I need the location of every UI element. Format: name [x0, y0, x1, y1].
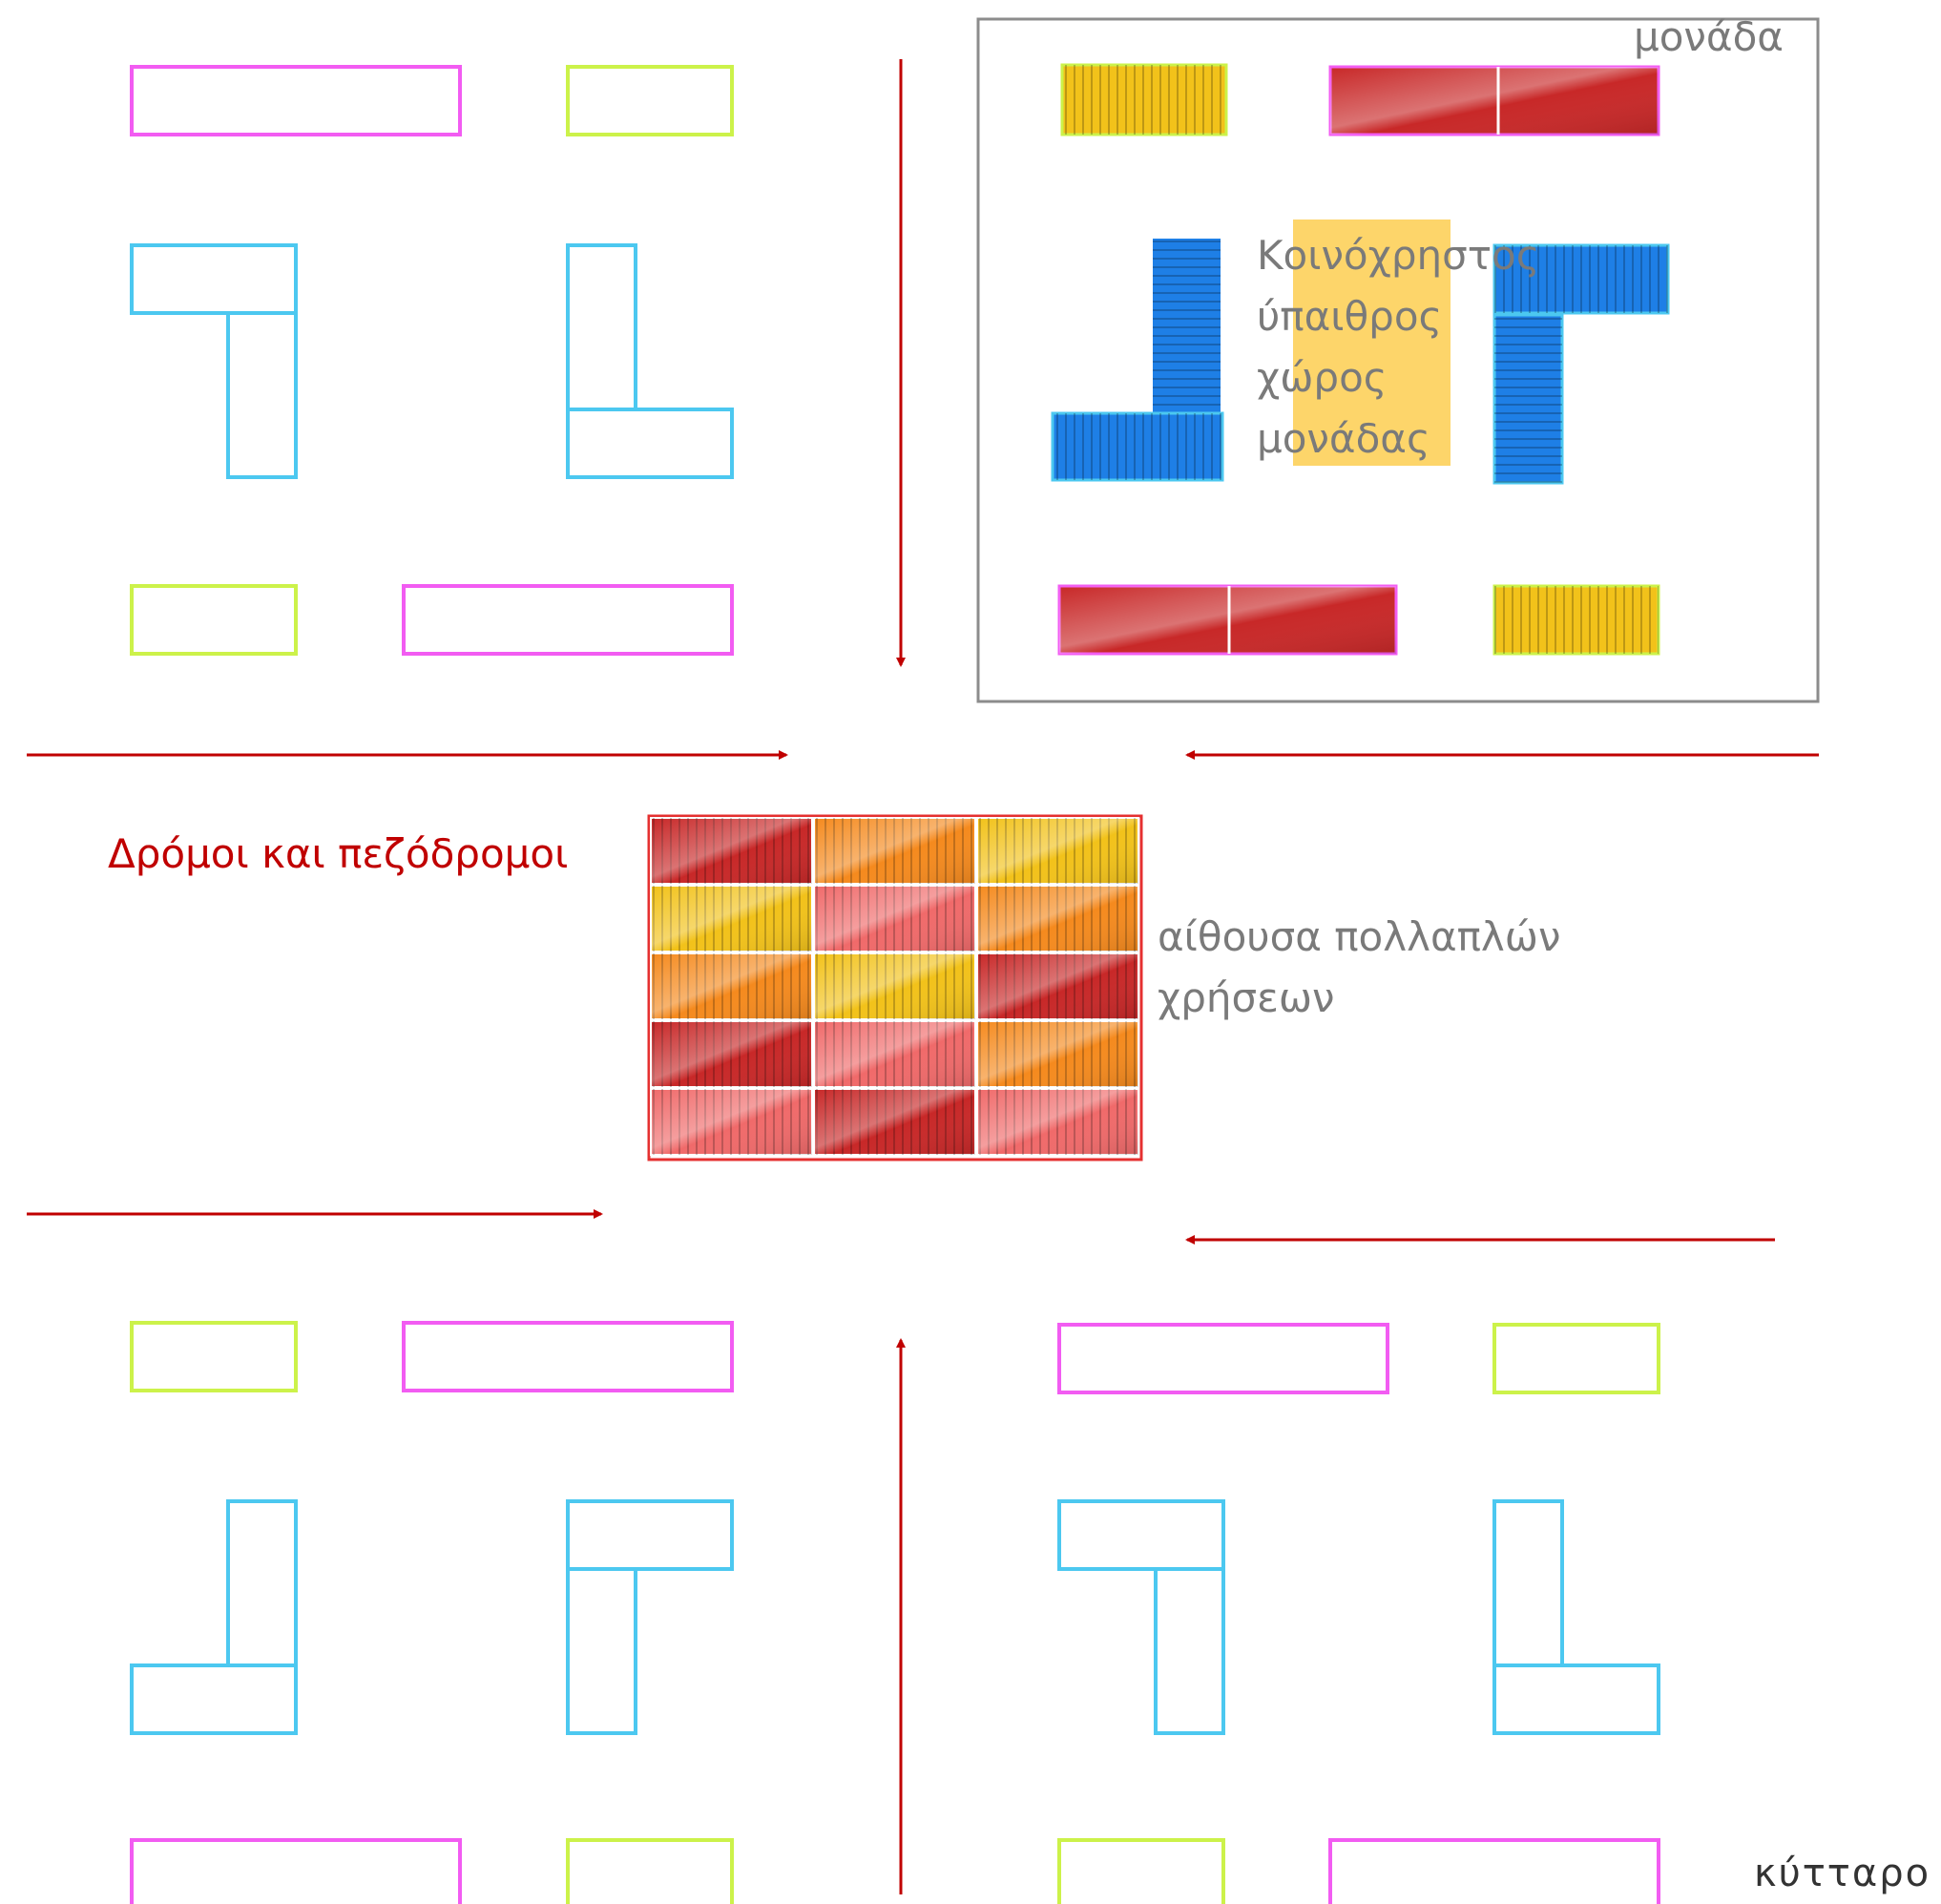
cyan-container-outline — [1059, 1501, 1223, 1569]
magenta-container-outline — [132, 1840, 460, 1904]
roads-label: Δρόμοι και πεζόδρομοι — [108, 830, 568, 877]
yellow-container — [1062, 65, 1226, 135]
lime-container-outline — [132, 1323, 296, 1391]
cyan-container-outline — [568, 1569, 636, 1733]
hall-container-orange — [977, 1021, 1138, 1087]
hall-container-light-red — [651, 1089, 812, 1155]
lime-container-outline — [132, 586, 296, 654]
cyan-container-outline — [228, 1501, 296, 1665]
magenta-container-outline — [1059, 1325, 1388, 1392]
hall-container-yellow — [651, 886, 812, 952]
multipurpose-hall-label: αίθουσα πολλαπλών χρήσεων — [1158, 907, 1692, 1029]
multipurpose-hall — [649, 816, 1141, 1160]
hall-container-orange — [814, 818, 975, 884]
red-container-double — [1330, 67, 1659, 135]
red-container-double — [1059, 586, 1396, 654]
cyan-container-outline — [568, 409, 732, 477]
cyan-container-outline — [132, 1665, 296, 1733]
cell-label: κύτταρο — [1754, 1852, 1931, 1895]
unit-label: μονάδα — [1634, 13, 1784, 60]
block-top-left — [132, 67, 732, 654]
cyan-container-outline — [568, 245, 636, 409]
blue-container — [1153, 239, 1221, 412]
hall-container-light-red — [814, 1021, 975, 1087]
hall-container-light-red — [977, 1089, 1138, 1155]
block-bottom-right — [1059, 1325, 1659, 1904]
blue-container — [1053, 413, 1222, 480]
hall-container-orange — [977, 886, 1138, 952]
hall-container-yellow — [977, 818, 1138, 884]
hall-container-light-red — [814, 886, 975, 952]
lime-container-outline — [568, 1840, 732, 1904]
cyan-container-outline — [1156, 1569, 1223, 1733]
hall-container-red — [651, 818, 812, 884]
shared-yard-label: Κοινόχρηστος ύπαιθρος χώρος μονάδας — [1257, 225, 1572, 470]
lime-container-outline — [568, 67, 732, 135]
hall-container-red — [977, 953, 1138, 1019]
magenta-container-outline — [404, 1323, 732, 1391]
magenta-container-outline — [132, 67, 460, 135]
hall-container-orange — [651, 953, 812, 1019]
cyan-container-outline — [132, 245, 296, 313]
magenta-container-outline — [404, 586, 732, 654]
block-bottom-left — [132, 1323, 732, 1904]
cyan-container-outline — [228, 313, 296, 477]
lime-container-outline — [1494, 1325, 1659, 1392]
cyan-container-outline — [1494, 1665, 1659, 1733]
magenta-container-outline — [1330, 1840, 1659, 1904]
lime-container-outline — [1059, 1840, 1223, 1904]
hall-container-yellow — [814, 953, 975, 1019]
hall-container-red — [651, 1021, 812, 1087]
cyan-container-outline — [1494, 1501, 1562, 1665]
hall-container-red — [814, 1089, 975, 1155]
yellow-container — [1494, 586, 1659, 654]
cyan-container-outline — [568, 1501, 732, 1569]
